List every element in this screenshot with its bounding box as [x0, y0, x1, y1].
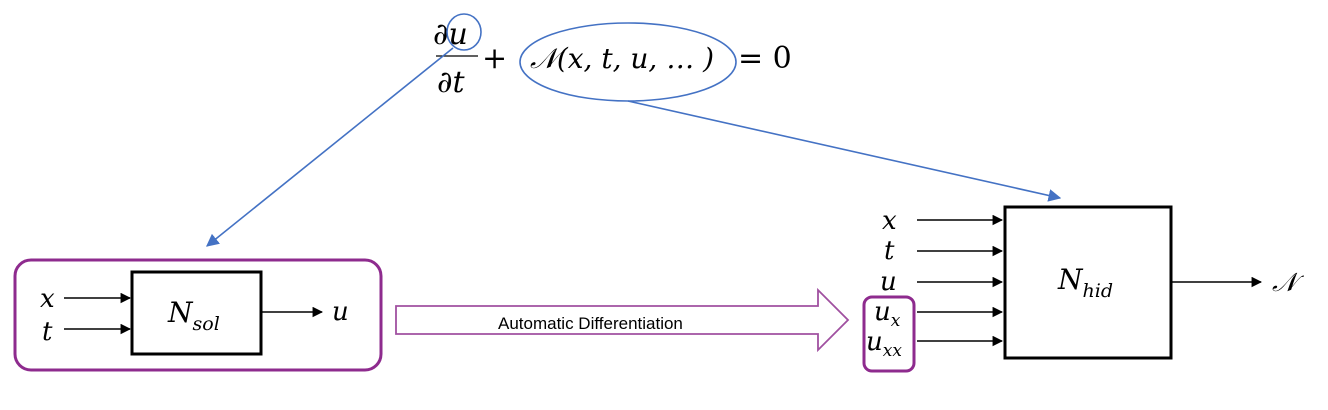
operator-to-hidden-arrow — [627, 100, 1062, 202]
u-to-solution-arrow — [206, 47, 454, 247]
hid-input-u: u — [880, 267, 897, 297]
u-highlight-circle — [446, 13, 482, 51]
hid-box-label: Nhid — [1057, 263, 1113, 302]
operator-term: 𝒩(x, t, u, … ) — [530, 42, 714, 75]
dt-denominator: ∂t — [437, 65, 466, 100]
hidden-net-box — [1003, 205, 1173, 360]
autodiff-block-arrow — [395, 287, 850, 353]
sol-input-x: x — [40, 284, 55, 314]
hid-input-x: x — [882, 206, 897, 236]
du-numerator: ∂u — [433, 17, 468, 52]
hid-input-t: t — [884, 236, 895, 266]
pde-equation: ∂u ∂t + 𝒩(x, t, u, … ) = 0 — [433, 13, 792, 102]
sol-input-t: t — [42, 317, 53, 347]
hid-input-uxx: uxx — [866, 327, 902, 361]
sol-output-u: u — [332, 297, 349, 327]
hid-output-N: 𝒩 — [1272, 268, 1305, 298]
equals-zero: = 0 — [738, 41, 792, 76]
derivative-group — [862, 295, 916, 373]
hid-input-ux: ux — [874, 297, 901, 331]
solution-net-group — [13, 258, 383, 372]
autodiff-label: Automatic Differentiation — [498, 314, 683, 333]
solution-net-box — [130, 270, 263, 356]
plus-sign: + — [482, 41, 507, 76]
sol-box-label: Nsol — [167, 296, 220, 335]
